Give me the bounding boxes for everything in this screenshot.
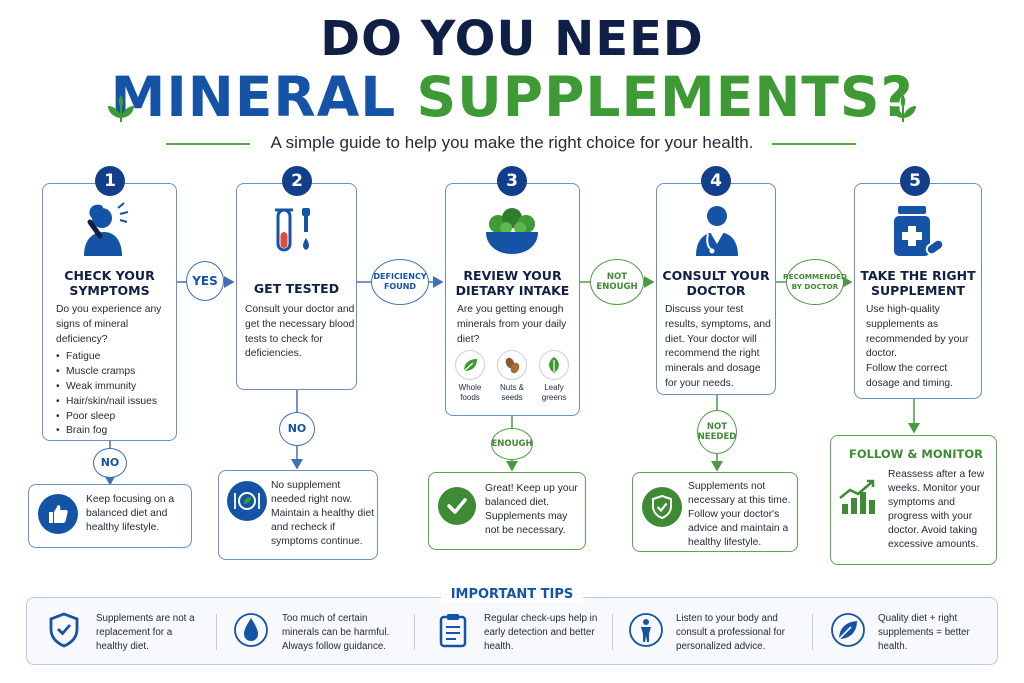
leaf-decoration-left-icon xyxy=(108,95,134,122)
tip-separator xyxy=(612,614,613,650)
step-4-title: CONSULT YOUR DOCTOR xyxy=(662,268,770,298)
symptom-item: Poor sleep xyxy=(56,410,174,425)
tip-separator xyxy=(216,614,217,650)
monitor-text: Reassess after a few weeks. Monitor your… xyxy=(888,469,985,550)
step-1-title: CHECK YOUR SYMPTOMS xyxy=(64,268,155,298)
leaf-decoration-right-icon xyxy=(890,95,916,122)
tips-title: IMPORTANT TIPS xyxy=(0,587,1024,602)
title-line-2: MINERAL SUPPLEMENTS? xyxy=(0,64,1024,130)
title-word-supplements: SUPPLEMENTS? xyxy=(416,65,914,129)
outcome-2-text: No supplement needed right now. Maintain… xyxy=(271,480,375,547)
outcome-1-text: Keep focusing on a balanced diet and hea… xyxy=(86,494,175,533)
monitor-title: FOLLOW & MONITOR xyxy=(849,447,983,461)
headache-person-icon xyxy=(84,202,129,256)
subtitle-divider-right xyxy=(772,143,856,145)
nuts-icon xyxy=(505,357,520,374)
leaf-icon xyxy=(463,359,477,372)
step-3-number: 3 xyxy=(497,166,527,196)
shield-check-icon xyxy=(642,487,682,527)
salad-bowl-icon xyxy=(486,208,538,254)
step-5-body: Use high-quality supplements as recommen… xyxy=(866,304,969,389)
connector-no-step1: NO xyxy=(93,448,127,478)
step-2-title: GET TESTED xyxy=(253,281,340,296)
step-3-body: Are you getting enough minerals from you… xyxy=(457,304,567,345)
leaf-icon xyxy=(549,357,559,373)
connector-yes: YES xyxy=(186,261,224,301)
symptom-item: Brain fog xyxy=(56,424,174,439)
doctor-icon xyxy=(696,206,738,256)
water-drop-icon xyxy=(234,613,268,647)
step-2-body: Consult your doctor and get the necessar… xyxy=(245,304,355,360)
tip-2-text: Too much of certain minerals can be harm… xyxy=(282,613,390,652)
symptom-item: Weak immunity xyxy=(56,380,174,395)
title-word-mineral: MINERAL xyxy=(110,65,397,129)
subtitle: A simple guide to help you make the righ… xyxy=(270,133,754,152)
step-5-number: 5 xyxy=(900,166,930,196)
thumbs-up-icon xyxy=(38,494,78,534)
step-2-number: 2 xyxy=(282,166,312,196)
person-icon xyxy=(629,613,663,647)
food-leafy-greens xyxy=(539,350,569,380)
tip-1-text: Supplements are not a replacement for a … xyxy=(96,613,195,652)
leaf-icon xyxy=(831,613,865,647)
tip-3-text: Regular check-ups help in early detectio… xyxy=(484,613,598,652)
food-nuts-seeds xyxy=(497,350,527,380)
tip-5-text: Quality diet + right supplements = bette… xyxy=(878,613,970,652)
tip-4-text: Listen to your body and consult a profes… xyxy=(676,613,785,652)
outcome-follow-monitor xyxy=(830,435,997,565)
food-label-whole: Whole foods xyxy=(458,383,482,402)
tips-panel xyxy=(26,597,998,665)
shield-check-icon xyxy=(49,612,79,648)
connector-no-step2: NO xyxy=(279,412,315,446)
step-4-number: 4 xyxy=(701,166,731,196)
growth-chart-icon xyxy=(839,479,875,514)
step-4-body: Discuss your test results, symptoms, and… xyxy=(665,304,771,389)
test-tube-icon xyxy=(275,208,310,252)
step-5-title: TAKE THE RIGHT SUPPLEMENT xyxy=(860,268,976,298)
symptom-item: Hair/skin/nail issues xyxy=(56,395,174,410)
step-3-title: REVIEW YOUR DIETARY INTAKE xyxy=(455,268,570,298)
tip-separator xyxy=(812,614,813,650)
connector-enough: ENOUGH xyxy=(491,428,533,460)
check-circle-icon xyxy=(438,487,476,525)
plate-icon xyxy=(227,481,267,521)
subtitle-divider-left xyxy=(166,143,250,145)
outcome-3-text: Great! Keep up your balanced diet. Suppl… xyxy=(485,483,578,536)
title-line-1: DO YOU NEED xyxy=(320,11,704,67)
outcome-4-text: Supplements not necessary at this time. … xyxy=(688,481,791,548)
food-label-leafy: Leafy greens xyxy=(541,383,567,402)
food-whole-foods xyxy=(455,350,485,380)
clipboard-icon xyxy=(439,614,467,648)
step-1-body: Do you experience any signs of mineral d… xyxy=(56,303,174,439)
pill-bottle-icon xyxy=(894,206,945,256)
symptom-item: Fatigue xyxy=(56,350,174,365)
step-1-number: 1 xyxy=(95,166,125,196)
symptom-item: Muscle cramps xyxy=(56,365,174,380)
tip-separator xyxy=(414,614,415,650)
step-4-card xyxy=(656,183,776,395)
symptom-list: Fatigue Muscle cramps Weak immunity Hair… xyxy=(56,350,174,439)
food-label-nuts: Nuts & seeds xyxy=(499,383,524,402)
